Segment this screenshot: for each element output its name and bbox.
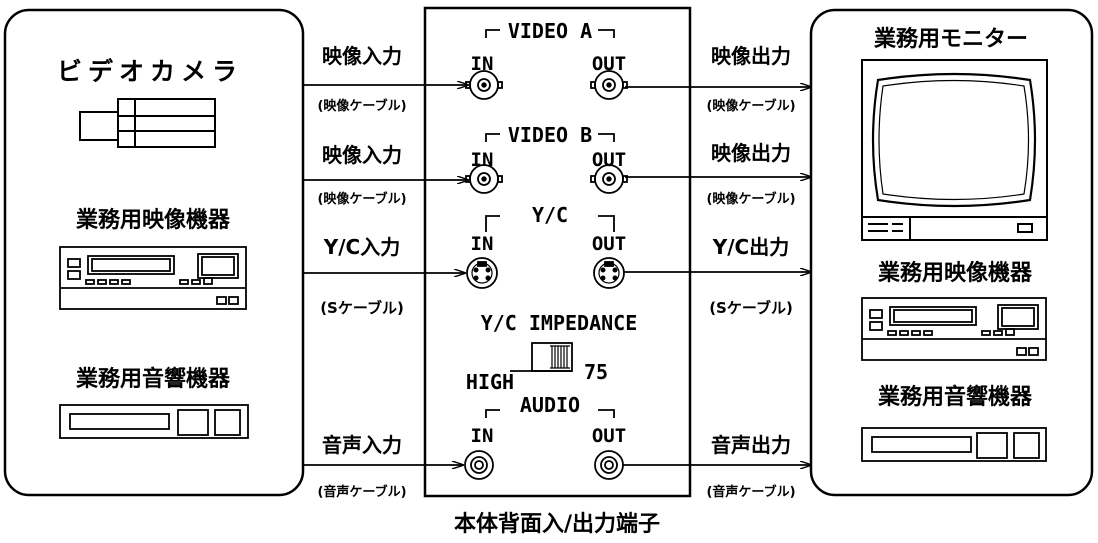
impedance-switch[interactable] bbox=[510, 342, 573, 372]
yc-in-connector[interactable] bbox=[466, 257, 498, 289]
left-audio-device-title: 業務用音響機器 bbox=[76, 366, 231, 392]
video-b-section: VIDEO B IN OUT bbox=[471, 123, 627, 171]
right-video-device-title: 業務用映像機器 bbox=[878, 260, 1033, 286]
video-a-in-connector[interactable] bbox=[465, 70, 503, 100]
video-a-section: VIDEO A IN OUT bbox=[471, 19, 627, 75]
audio-in-cable-text: (音声ケーブル) bbox=[317, 484, 406, 500]
yc-out-label-text: Y/C出力 bbox=[712, 235, 789, 259]
switch-75-label: 75 bbox=[584, 360, 608, 384]
vcr-icon bbox=[59, 246, 247, 310]
video-b-out-label: OUT bbox=[592, 149, 626, 171]
audio-in-connector[interactable] bbox=[464, 450, 494, 480]
audio-section: AUDIO IN OUT bbox=[471, 393, 627, 447]
yc-out-label: OUT bbox=[592, 233, 626, 255]
output-labels: 映像出力 (映像ケーブル) 映像出力 (映像ケーブル) Y/C出力 (Sケーブル… bbox=[706, 44, 795, 500]
yc-in-label: IN bbox=[471, 233, 494, 255]
yc-out-cable-text: (Sケーブル) bbox=[709, 299, 793, 317]
video-camera-icon bbox=[79, 98, 216, 148]
video-a-in-label: IN bbox=[471, 53, 494, 75]
audio-in-label: IN bbox=[471, 425, 494, 447]
vcr-icon bbox=[861, 297, 1047, 361]
video-b-out-cable-text: (映像ケーブル) bbox=[706, 191, 795, 207]
source-devices-box: ビデオカメラ 業務用映像機器 bbox=[3, 8, 305, 497]
input-labels: 映像入力 (映像ケーブル) 映像入力 (映像ケーブル) Y/C入力 (Sケーブル… bbox=[317, 44, 406, 500]
cable-arrows bbox=[303, 85, 811, 465]
video-a-in-label-text: 映像入力 bbox=[322, 44, 402, 68]
yc-out-connector[interactable] bbox=[593, 257, 625, 289]
monitor-title: 業務用モニター bbox=[874, 26, 1028, 52]
video-a-out-connector[interactable] bbox=[590, 70, 628, 100]
yc-section: Y/C IN OUT bbox=[471, 203, 627, 255]
video-b-title: VIDEO B bbox=[508, 123, 592, 147]
audio-out-cable-text: (音声ケーブル) bbox=[706, 484, 795, 500]
video-b-out-label-text: 映像出力 bbox=[711, 141, 791, 165]
right-audio-device-title: 業務用音響機器 bbox=[878, 384, 1033, 410]
rear-panel: VIDEO A IN OUT VIDEO B IN OUT Y/C IN OUT… bbox=[423, 6, 692, 498]
panel-caption: 本体背面入/出力端子 bbox=[454, 512, 660, 537]
yc-in-cable-text: (Sケーブル) bbox=[320, 299, 404, 317]
video-a-in-cable-text: (映像ケーブル) bbox=[317, 98, 406, 114]
switch-high-label: HIGH bbox=[466, 370, 514, 394]
destination-devices-box: 業務用モニター 業務用映像機器 bbox=[809, 8, 1094, 497]
video-a-title: VIDEO A bbox=[508, 19, 592, 43]
yc-impedance-title: Y/C IMPEDANCE bbox=[481, 311, 638, 335]
video-a-out-cable-text: (映像ケーブル) bbox=[706, 98, 795, 114]
yc-in-label-text: Y/C入力 bbox=[323, 235, 400, 259]
audio-out-label: OUT bbox=[592, 425, 626, 447]
left-video-device-title: 業務用映像機器 bbox=[76, 207, 231, 233]
video-b-in-label-text: 映像入力 bbox=[322, 143, 402, 167]
video-camera-title: ビデオカメラ bbox=[57, 57, 243, 86]
monitor-icon bbox=[861, 59, 1048, 241]
yc-title: Y/C bbox=[532, 203, 568, 227]
video-b-out-connector[interactable] bbox=[590, 164, 628, 194]
video-a-out-label-text: 映像出力 bbox=[711, 44, 791, 68]
audio-device-icon bbox=[861, 427, 1047, 462]
audio-out-connector[interactable] bbox=[594, 450, 624, 480]
audio-out-label-text: 音声出力 bbox=[711, 433, 791, 457]
video-a-out-label: OUT bbox=[592, 53, 626, 75]
video-b-in-cable-text: (映像ケーブル) bbox=[317, 191, 406, 207]
audio-device-icon bbox=[59, 404, 249, 439]
audio-in-label-text: 音声入力 bbox=[322, 433, 402, 457]
video-b-in-label: IN bbox=[471, 149, 494, 171]
audio-title: AUDIO bbox=[520, 393, 580, 417]
